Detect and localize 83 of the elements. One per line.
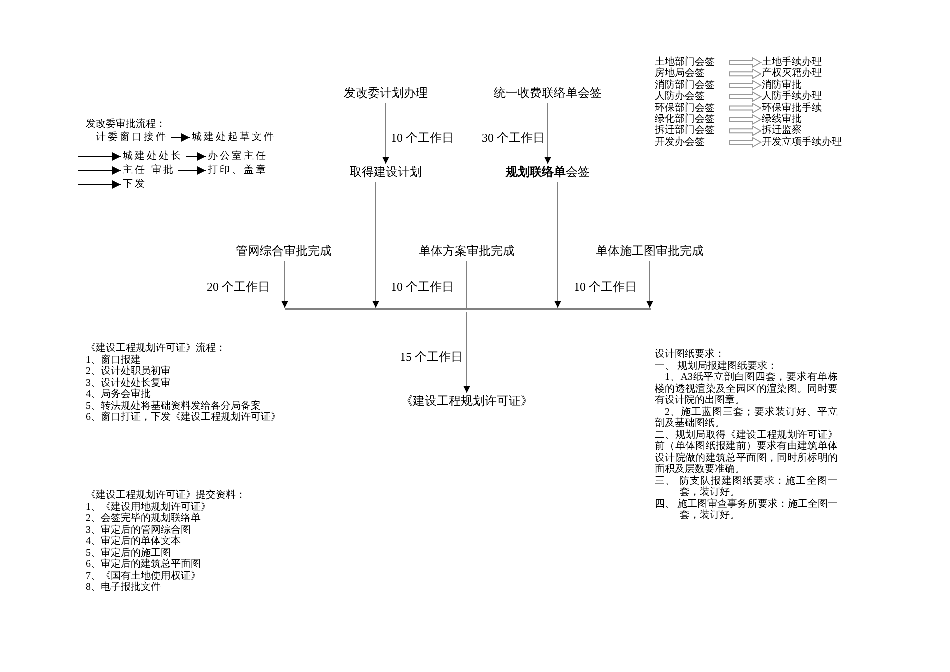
note-text: 1、A3纸平立剖白图四套，要求有单栋楼的透视渲染及全园区的渲染图。同时要有设计院的出图章。 [655,372,838,406]
step-text: 消防部门会签 [655,80,730,92]
step-text: 规划联络单会签 [506,164,590,180]
arrow [78,180,121,190]
step-text: 计委窗口接件 [96,132,168,144]
step-text: 开发立项手续办理 [762,136,842,148]
step-text: 拆迁监察 [762,125,802,137]
note-text: 3、设计处处长复审 [86,378,172,388]
arrow [171,133,190,142]
hollow-arrow [730,114,762,126]
step-text: 城建处处长 [123,151,183,162]
step-text: 打印、盖章 [208,165,268,176]
step-text: 绿化部门会签 [655,114,730,126]
arrow [544,102,552,164]
arrow [78,152,121,162]
arrow [372,182,380,308]
step-text: 办公室主任 [208,151,268,162]
hollow-arrow [730,92,762,102]
step-text: 房地局会签 [655,68,730,80]
arrow [646,260,654,308]
note-text: 5、审定后的施工图 [86,548,172,558]
edge-label: 20 个工作日 [207,280,270,294]
step-text: 主任 审批 [123,165,176,176]
note-text: 2、施工蓝图三套；要求装订好、平立剖及基础图纸。 [655,406,838,430]
note-text: 6、窗口打证，下发《建设工程规划许可证》 [86,412,281,424]
step-text: 土地手续办理 [762,57,822,68]
step-text: 环保审批手续 [762,102,822,114]
step-text: 人防手续办理 [762,91,822,103]
note-text: 《建设工程规划许可证》流程： [86,343,227,354]
note-text: 4、审定后的单体文本 [86,536,182,548]
arrow [382,102,390,164]
edge-label: 15 个工作日 [400,350,463,364]
edge-label: 10 个工作日 [574,280,637,294]
step-text: 拆迁部门会签 [655,125,730,137]
edge-label: 30 个工作日 [482,131,545,145]
note-text: 二、规划局取得《建设工程规划许可证》前（单体图纸报建前）要求有由建筑单体设计院做的建筑总平面图，同时所标明的面积及层数要准确。 [655,430,838,476]
edge-label: 10 个工作日 [391,280,454,294]
step-text: 下发 [123,179,147,190]
note-text: 7、《国有土地使用权证》 [86,570,202,582]
step-text: 单体方案审批完成 [419,243,515,259]
note-text: 5、转法规处将基础资料发给各分局备案 [86,400,262,412]
note-text: 一、 规划局报建图纸要求： [655,360,778,372]
step-text: 统一收费联络单会签 [494,85,602,101]
note-text: 1、《建设用地规划许可证》 [86,502,212,512]
arrow [464,312,470,394]
step-text: 《建设工程规划许可证》 [401,393,533,409]
arrow [78,166,121,176]
hollow-arrow [730,80,762,91]
note-text: 发改委审批流程： [86,119,167,130]
hollow-arrow [730,68,762,80]
step-text: 城建处起草文件 [192,132,276,144]
hollow-arrow [730,57,762,68]
note-text: 6、审定后的建筑总平面图 [86,559,202,570]
note-text: 8、电子报批文件 [86,582,162,594]
note-text: 设计图纸要求： [655,349,726,360]
step-text: 绿线审批 [762,114,802,126]
note-text: 2、会签完毕的规划联络单 [86,513,202,524]
arrow [554,182,562,308]
step-text: 环保部门会签 [655,102,730,114]
step-text: 土地部门会签 [655,57,730,68]
connector-line [466,260,468,308]
step-text: 单体施工图审批完成 [596,243,704,259]
step-text: 取得建设计划 [350,164,422,180]
hollow-arrow [730,102,762,114]
note-text: 2、设计处职员初审 [86,366,172,378]
hollow-arrow [730,137,762,148]
note-text: 1、窗口报建 [86,354,142,366]
arrow [178,166,206,176]
note-text: 《建设工程规划许可证》提交资料： [86,490,247,502]
step-text: 消防审批 [762,80,802,92]
step-text: 发改委计划办理 [344,85,428,101]
edge-label: 10 个工作日 [391,131,454,145]
note-text: 4、局务会审批 [86,389,152,400]
arrow [282,260,288,308]
note-text: 3、审定后的管网综合图 [86,524,192,536]
step-text: 管网综合审批完成 [236,243,332,259]
hollow-arrow [730,126,762,136]
step-text: 人防办会签 [655,91,730,103]
step-text: 产权灭籍办理 [762,68,822,80]
arrow [186,152,206,162]
note-text: 三、 防支队报建图纸要求：施工全图一套，装订好。 [655,476,838,498]
note-text: 四、 施工图审查事务所要求：施工全图一套，装订好。 [655,498,838,522]
step-text: 开发办会签 [655,136,730,148]
